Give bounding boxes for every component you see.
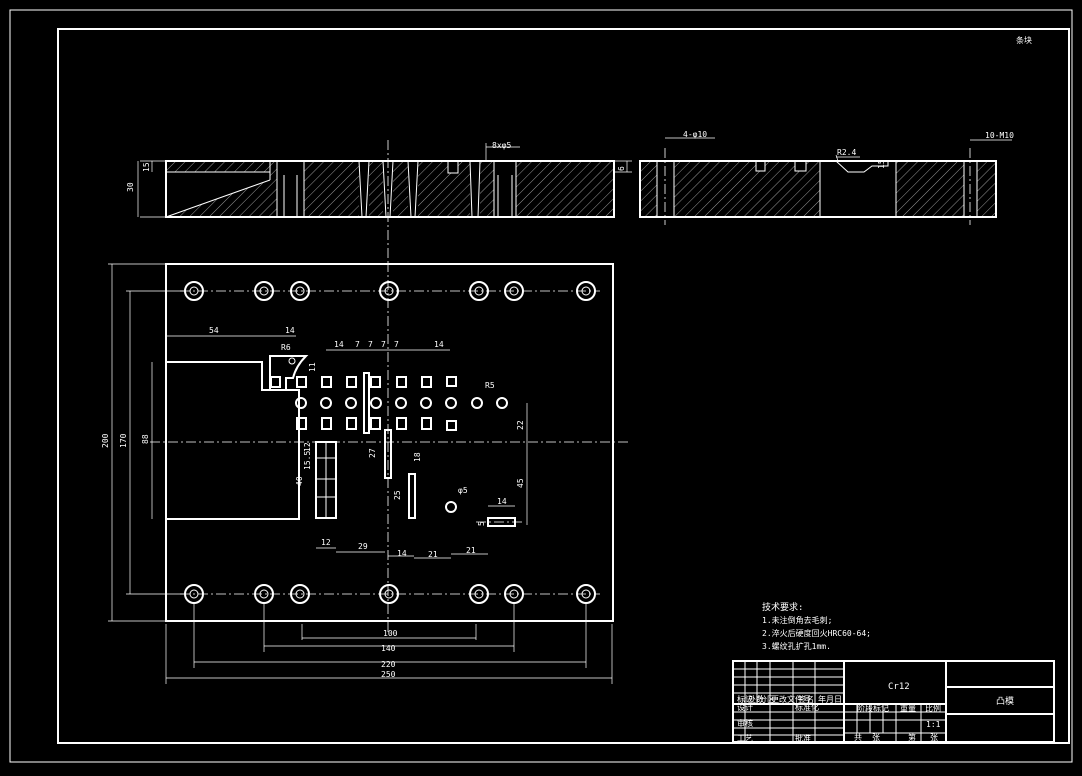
dim-200: 200 bbox=[101, 433, 110, 448]
tech-notes: 技术要求: 1.未注倒角去毛刺; 2.淬火后硬度回火HRC60-64; 3.螺纹… bbox=[762, 601, 871, 651]
dim-21-b: 21 bbox=[466, 546, 476, 555]
top-hole-row bbox=[184, 281, 596, 301]
dim-54: 54 bbox=[209, 326, 219, 335]
tb-stage: 阶段标记 bbox=[857, 703, 889, 713]
dim-r6: R6 bbox=[281, 343, 291, 352]
tb-sign: 签名 bbox=[798, 694, 814, 704]
tb-scale: 比例 bbox=[925, 703, 941, 713]
dim-30: 30 bbox=[126, 182, 135, 192]
tb-mark: 标记 bbox=[737, 694, 753, 704]
dim-14-c: 14 bbox=[434, 340, 444, 349]
outer-frame bbox=[9, 9, 1073, 763]
dim-100: 100 bbox=[383, 629, 398, 638]
tb-date: 年月日 bbox=[818, 694, 842, 704]
dim-45: 45 bbox=[516, 478, 525, 488]
tb-design: 设计 bbox=[737, 702, 753, 712]
tech-note-1: 1.未注倒角去毛刺; bbox=[762, 615, 832, 625]
bottom-hole-row bbox=[184, 584, 596, 604]
tb-no: 第 bbox=[908, 732, 916, 742]
tb-process: 工艺 bbox=[737, 734, 753, 743]
dim-88: 88 bbox=[141, 434, 150, 444]
dim-250: 250 bbox=[381, 670, 396, 679]
dim-170: 170 bbox=[119, 433, 128, 448]
dim-5: 5 bbox=[477, 521, 486, 526]
dim-15b: 15 bbox=[877, 159, 886, 169]
title-block: Cr12 凸模 标记 处数 分区 更改文件号 签名 年月日 设计 标准化 审核 … bbox=[732, 660, 1055, 743]
plate-outline bbox=[165, 263, 614, 622]
tb-count: 处数 bbox=[748, 694, 764, 704]
dimension-lines bbox=[108, 263, 613, 684]
dim-7-b: 7 bbox=[368, 340, 373, 349]
tech-notes-heading: 技术要求: bbox=[762, 601, 803, 613]
plan-view: 54 14 14 7 7 7 7 14 R6 11 R5 22 45 φ5 14… bbox=[101, 262, 630, 684]
material-label: Cr12 bbox=[888, 682, 910, 692]
dim-7-c: 7 bbox=[381, 340, 386, 349]
dim-14-b: 14 bbox=[334, 340, 344, 349]
dim-6: 6 bbox=[617, 166, 626, 171]
dim-7-a: 7 bbox=[355, 340, 360, 349]
dim-11: 11 bbox=[308, 362, 317, 372]
punch-grid bbox=[270, 372, 508, 513]
dim-220: 220 bbox=[381, 660, 396, 669]
dim-12-side: 12 bbox=[303, 442, 312, 452]
dim-r5: R5 bbox=[485, 381, 495, 390]
dim-14-d: 14 bbox=[497, 497, 507, 506]
tb-zone: 分区 bbox=[759, 695, 775, 704]
dim-27: 27 bbox=[368, 448, 377, 458]
dim-12: 12 bbox=[321, 538, 331, 547]
tb-sheet: 张 bbox=[930, 733, 938, 742]
tech-note-2: 2.淬火后硬度回火HRC60-64; bbox=[762, 628, 871, 638]
dim-14-e: 14 bbox=[397, 549, 407, 558]
dim-r2-4: R2.4 bbox=[837, 148, 856, 157]
tb-review: 审核 bbox=[737, 718, 753, 728]
corner-label: 条块 bbox=[1016, 35, 1032, 45]
dim-15: 15 bbox=[142, 162, 151, 172]
tb-standard: 标准化 bbox=[795, 702, 819, 712]
dim-7-d: 7 bbox=[394, 340, 399, 349]
tb-weight: 重量 bbox=[900, 703, 916, 713]
tb-sheets: 张 bbox=[872, 733, 880, 742]
dim-phi5: φ5 bbox=[458, 486, 468, 495]
section-view-a: 30 15 8xφ5 6 bbox=[126, 140, 632, 262]
dim-8xphi5: 8xφ5 bbox=[492, 141, 511, 150]
dim-15-5: 15.5 bbox=[303, 451, 312, 470]
tech-note-3: 3.螺纹孔扩孔1mm. bbox=[762, 641, 831, 651]
inner-frame bbox=[57, 28, 1070, 744]
dim-40: 40 bbox=[295, 476, 304, 486]
tb-approve: 批准 bbox=[795, 733, 811, 743]
dim-21-a: 21 bbox=[428, 550, 438, 559]
dim-4-phi10: 4-φ10 bbox=[683, 130, 707, 139]
dim-140: 140 bbox=[381, 644, 396, 653]
tb-change-doc: 更改文件号 bbox=[771, 694, 811, 704]
dim-18: 18 bbox=[413, 452, 422, 462]
dim-22: 22 bbox=[516, 420, 525, 430]
tb-total: 共 bbox=[854, 733, 862, 742]
part-name: 凸模 bbox=[996, 696, 1014, 707]
dim-14-a: 14 bbox=[285, 326, 295, 335]
section-view-b: 4-φ10 R2.4 10-M10 15 bbox=[639, 130, 1014, 225]
dim-10-m10: 10-M10 bbox=[985, 131, 1014, 140]
dim-25: 25 bbox=[393, 490, 402, 500]
dim-29: 29 bbox=[358, 542, 368, 551]
tb-scale-value: 1:1 bbox=[926, 720, 941, 729]
